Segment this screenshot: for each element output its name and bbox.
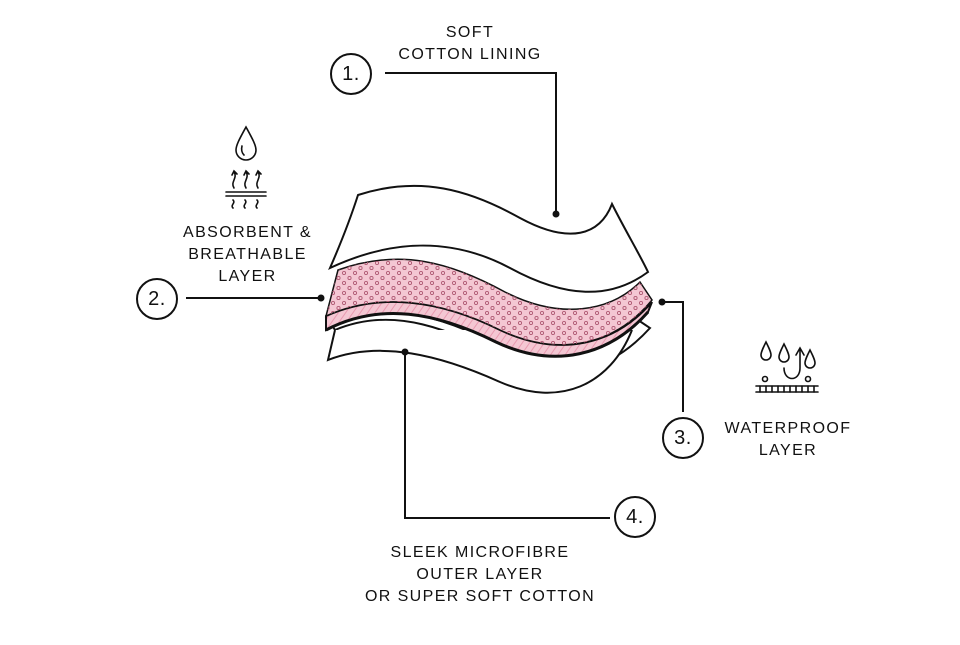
leader-4 <box>404 352 610 519</box>
callout-4-line-3: OR SUPER SOFT COTTON <box>364 588 596 605</box>
callout-2-badge: 2. <box>136 278 178 320</box>
callout-4-line-1: SLEEK MICROFIBRE <box>390 544 570 561</box>
callout-1-line-2: COTTON LINING <box>398 46 542 63</box>
callout-1-line-1: SOFT <box>445 24 495 41</box>
leader-4-dot <box>401 348 409 356</box>
water-repel-icon <box>755 340 819 393</box>
callout-1-label: SOFT COTTON LINING <box>385 22 555 66</box>
callout-3-line-1: WATERPROOF <box>724 420 852 437</box>
callout-4-label: SLEEK MICROFIBRE OUTER LAYER OR SUPER SO… <box>345 542 615 608</box>
absorbent-dots <box>326 259 652 345</box>
callout-4-badge: 4. <box>614 496 656 538</box>
callout-1-number: 1. <box>342 62 360 85</box>
callout-3-line-2: LAYER <box>758 442 818 459</box>
callout-4-line-2: OUTER LAYER <box>416 566 544 583</box>
callout-3-number: 3. <box>674 426 692 449</box>
water-drop-vapor-icon <box>225 125 267 209</box>
callout-4-number: 4. <box>626 505 644 528</box>
leader-3-dot <box>658 298 666 306</box>
callout-1-badge: 1. <box>330 53 372 95</box>
callout-2-line-3: LAYER <box>218 268 277 285</box>
leader-1-dot <box>552 210 560 218</box>
leader-3 <box>662 301 684 412</box>
callout-2-line-2: BREATHABLE <box>188 246 307 263</box>
leader-dots <box>317 210 666 356</box>
callout-3-label: WATERPROOF LAYER <box>716 418 860 462</box>
leader-2-dot <box>317 294 325 302</box>
callout-2-line-1: ABSORBENT & <box>183 224 312 241</box>
callout-3-badge: 3. <box>662 417 704 459</box>
leader-lines <box>186 72 684 519</box>
waterproof-layer-base <box>325 311 650 358</box>
leader-1 <box>385 72 557 214</box>
cotton-lining <box>328 184 650 293</box>
callout-2-number: 2. <box>148 287 166 310</box>
callout-2-label: ABSORBENT & BREATHABLE LAYER <box>165 222 330 288</box>
